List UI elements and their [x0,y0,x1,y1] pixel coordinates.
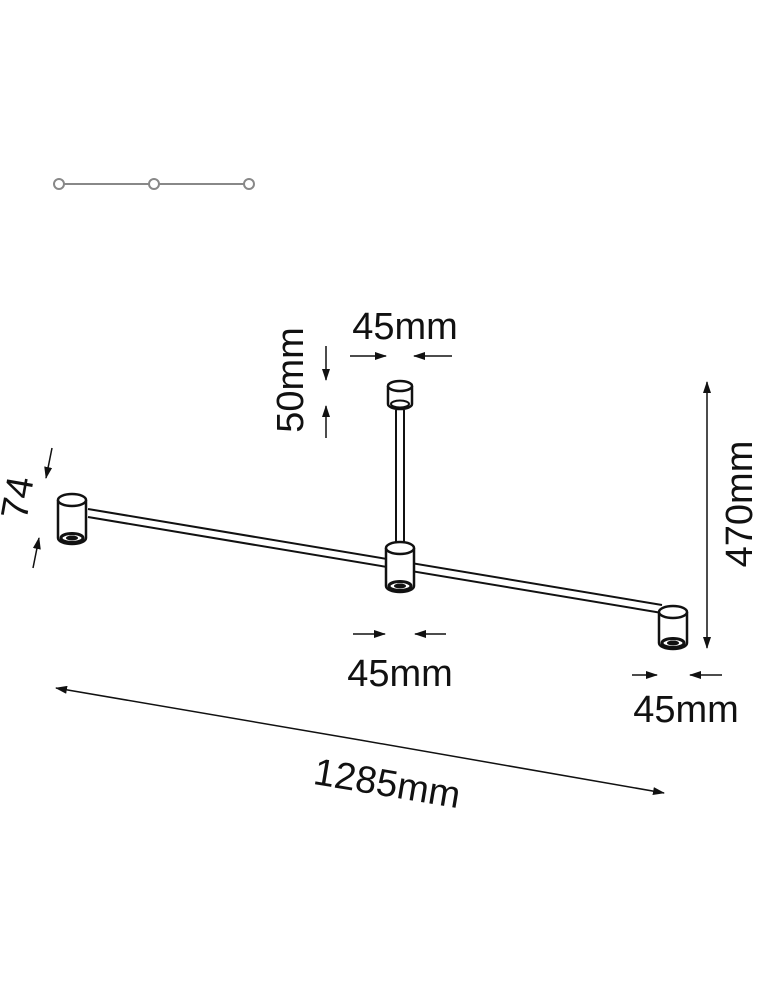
right-spot [657,604,689,651]
spot-height-dimension: 74 [0,447,53,569]
canopy-height-dimension: 50mm [270,327,330,438]
spot-height-label: 74 [0,473,43,522]
total-height-label: 470mm [719,441,761,568]
canopy-width-label: 45mm [352,306,458,348]
canopy-width-dimension: 45mm [350,306,458,360]
center-spot [384,540,416,594]
total-length-dimension: 1285mm [55,685,665,817]
canopy-height-label: 50mm [270,327,312,433]
lamp-drawing [56,379,689,651]
left-spot [56,492,88,546]
three-point-track-icon [53,178,255,190]
lamp-stem [395,410,405,544]
total-length-label: 1285mm [311,751,464,817]
end-spot-width-dimension: 45mm [632,671,739,731]
lamp-arm [87,508,663,614]
center-spot-width-dimension: 45mm [347,630,453,695]
end-spot-width-label: 45mm [633,689,739,731]
ceiling-canopy [386,379,414,411]
total-height-dimension: 470mm [703,381,761,649]
center-spot-width-label: 45mm [347,653,453,695]
